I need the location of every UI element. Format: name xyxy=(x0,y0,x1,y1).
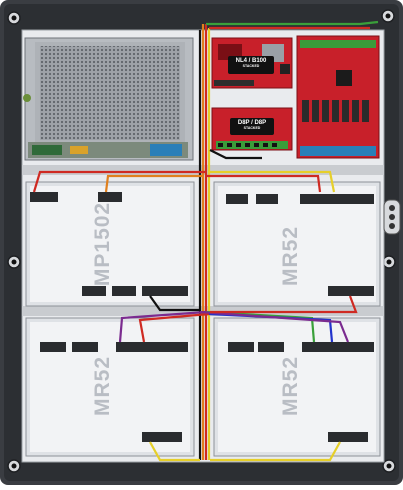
d8p-badge-subtitle: STACKED xyxy=(243,126,261,130)
wiring xyxy=(32,20,379,462)
board-label-mp1502: MP1502 xyxy=(91,201,114,287)
d8p-badge-title: D8P / D8P xyxy=(237,120,267,126)
board-label-mr52-top-right: MR52 xyxy=(279,225,302,287)
nl4-badge: NL4 / B100 STACKED xyxy=(228,56,274,74)
terminal-blocks xyxy=(30,192,374,442)
board-label-mr52-bottom-right: MR52 xyxy=(279,355,302,417)
nl4-badge-title: NL4 / B100 xyxy=(235,58,267,64)
board-label-mr52-bottom-left: MR52 xyxy=(91,355,114,417)
nl4-badge-subtitle: STACKED xyxy=(242,64,260,68)
d8p-badge: D8P / D8P STACKED xyxy=(230,118,274,135)
relay-board xyxy=(296,35,380,159)
power-supply xyxy=(23,37,194,161)
